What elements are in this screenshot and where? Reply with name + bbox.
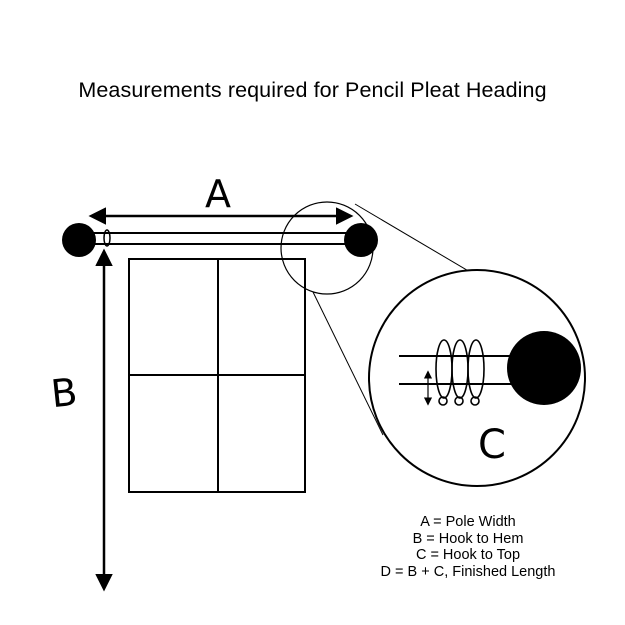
legend-line: D = B + C, Finished Length [380,563,556,580]
curtain-pole [62,223,378,257]
legend-line: C = Hook to Top [415,547,521,564]
label-a: A [205,172,231,216]
pole-finial-left [62,223,96,257]
detail-pole-finial [507,331,581,405]
label-c: C [478,422,506,468]
zoom-detail-circle [368,269,586,487]
zoom-guide-bottom [312,291,384,436]
zoom-source-circle [280,201,374,295]
legend-line: B = Hook to Hem [412,530,524,547]
label-b: B [49,370,80,416]
legend-line: A = Pole Width [420,514,516,530]
zoom-detail [399,331,581,406]
curtain-hook [103,229,111,247]
measurement-legend: A = Pole Width B = Hook to Hem C = Hook … [338,514,598,580]
pleat-hooks [435,339,485,406]
window [128,258,306,493]
diagram-title: Measurements required for Pencil Pleat H… [78,78,547,102]
